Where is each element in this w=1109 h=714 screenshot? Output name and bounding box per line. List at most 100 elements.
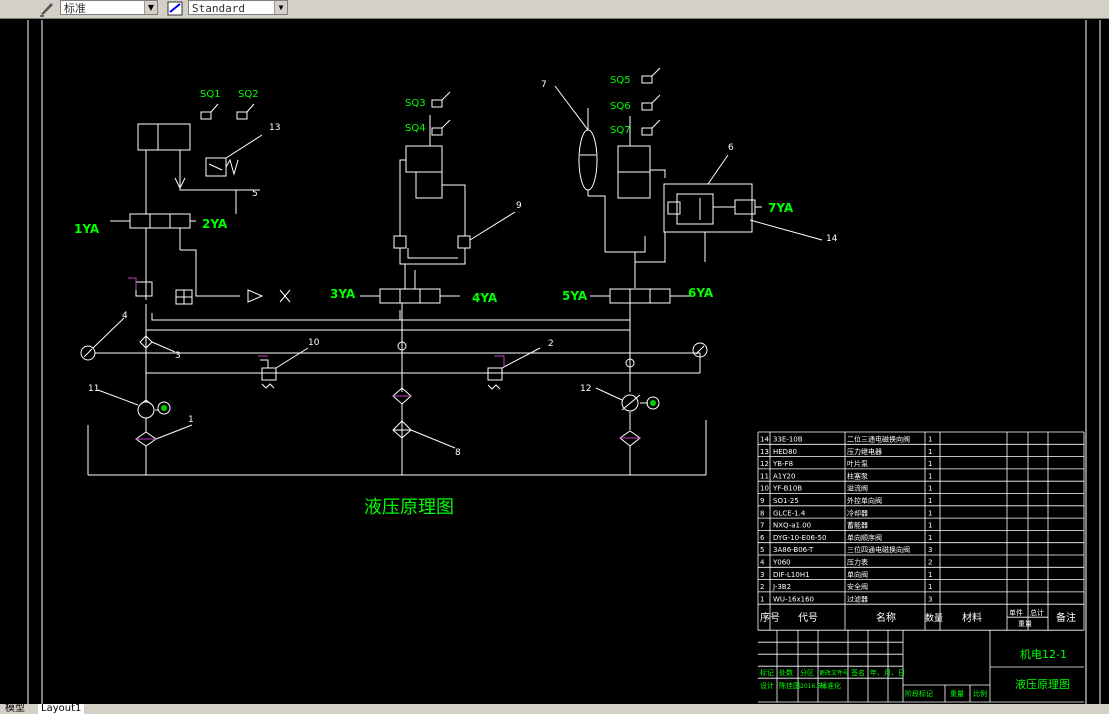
sq6-label: SQ6 [610,101,631,112]
tb-project: 机电12-1 [1020,647,1067,661]
table-row-name: 外控单向阀 [847,496,882,505]
svg-text:4: 4 [122,311,128,321]
table-row-name: 单向顺序阀 [847,533,882,542]
svg-text:2: 2 [548,339,554,349]
hydraulic-schematic: SQ1 SQ2 SQ3 SQ4 SQ5 SQ6 SQ7 1YA 2YA 3YA … [27,20,1101,704]
table-row-no: 8 [760,509,764,517]
table-row-qty: 3 [928,595,932,603]
tb-zone: 分区 [800,668,814,677]
sq1-label: SQ1 [200,89,221,100]
sq5-label: SQ5 [610,75,631,86]
tb-designer: 设计 [760,681,774,690]
tb-change-doc: 更改文件号 [819,669,849,677]
table-row-name: 二位三通电磁换向阀 [847,435,910,444]
header-material: 材料 [962,611,982,624]
drawing-frame [27,20,1101,704]
header-unit-weight: 单件 [1009,608,1023,617]
table-row-no: 7 [760,522,764,530]
svg-text:3: 3 [175,351,181,361]
chevron-down-icon[interactable]: ▼ [274,1,287,14]
table-row-code: A1Y20 [773,472,795,480]
table-row-qty: 1 [928,436,932,444]
dim-style-select[interactable]: Standard ▼ [188,0,288,15]
table-row-code: WU-16x160 [773,595,814,603]
header-no: 序号 [760,611,780,624]
table-row-code: GLCE-1.4 [773,509,806,517]
svg-text:9: 9 [516,201,522,211]
table-row-no: 2 [760,583,764,591]
svg-text:8: 8 [455,448,461,458]
tb-weight-label: 重量 [950,690,964,698]
switch-labels: SQ1 SQ2 SQ3 SQ4 SQ5 SQ6 SQ7 [200,75,631,136]
table-row-name: 压力表 [847,558,868,567]
svg-text:7: 7 [541,80,547,90]
table-row-code: DIF-L10H1 [773,571,810,579]
svg-text:14: 14 [826,234,838,244]
tb-stage-mark: 阶段标记 [905,689,933,698]
table-row-name: 叶片泵 [847,459,868,468]
table-row-code: J-3B2 [772,583,791,591]
table-row-no: 12 [760,460,769,468]
header-name: 名称 [876,611,896,624]
filter-accents [128,277,640,440]
table-row-code: 3A86-B06-T [773,546,814,554]
sq7-label: SQ7 [610,125,631,136]
table-row-no: 4 [760,559,765,567]
table-row-code: SO1-25 [773,497,799,505]
sq3-label: SQ3 [405,98,426,109]
table-row-no: 3 [760,571,764,579]
table-row-no: 6 [760,534,765,542]
y6-label: 6YA [688,286,714,300]
tab-layout1[interactable]: Layout1 [38,704,85,714]
header-code: 代号 [798,612,818,624]
tb-date: 2016.6.6 [800,683,827,690]
text-style-value: 标准 [64,2,86,15]
svg-text:5: 5 [252,189,258,199]
table-row-qty: 1 [928,472,932,480]
table-row-qty: 3 [928,546,932,554]
table-row-no: 14 [760,436,769,444]
table-row-no: 1 [760,595,764,603]
style-toolbar: 标准 ▼ Standard ▼ [0,0,1109,19]
text-style-icon[interactable] [38,0,56,17]
tb-mark: 标记 [760,668,774,677]
dim-style-value: Standard [192,2,245,15]
table-row-name: 过滤器 [847,594,868,603]
svg-text:11: 11 [88,384,99,394]
table-row-qty: 1 [928,460,932,468]
tb-designer-name: 陈佳国 [779,681,800,690]
tab-model[interactable]: 模型 [5,703,25,714]
chevron-down-icon[interactable]: ▼ [144,1,157,14]
svg-text:1: 1 [188,415,194,425]
layout-tabs: 模型 Layout1 [0,704,1109,714]
table-row-code: YB-F8 [772,460,793,468]
svg-text:10: 10 [308,338,320,348]
table-row-name: 三位四通电磁换向阀 [847,545,910,554]
table-row-no: 5 [760,546,764,554]
table-row-code: 33E-10B [773,436,803,444]
y4-label: 4YA [472,291,498,305]
header-weight: 重量 [1018,620,1032,628]
table-row-name: 安全阀 [847,582,868,591]
part-number-labels: 1 2 3 4 5 6 7 8 9 10 11 12 13 14 [88,80,838,458]
drawing-canvas[interactable]: SQ1 SQ2 SQ3 SQ4 SQ5 SQ6 SQ7 1YA 2YA 3YA … [0,18,1109,704]
svg-text:6: 6 [728,143,734,153]
tb-count: 处数 [779,668,793,677]
tb-ymd: 年、月、日 [870,668,905,677]
table-row-no: 13 [760,448,769,456]
table-row-qty: 1 [928,534,932,542]
table-row-name: 溢流阀 [847,484,868,493]
motor-indicators [161,400,656,411]
text-style-select[interactable]: 标准 ▼ [60,0,158,15]
limit-switches [200,67,661,136]
table-row-qty: 2 [928,559,932,567]
table-row-qty: 1 [928,583,932,591]
y5-label: 5YA [562,289,588,303]
dim-style-icon[interactable] [166,0,184,17]
sq4-label: SQ4 [405,123,426,134]
header-total-weight: 总计 [1030,608,1044,617]
y2-label: 2YA [202,217,228,231]
drawing-title: 液压原理图 [364,497,454,518]
svg-text:13: 13 [269,123,280,133]
